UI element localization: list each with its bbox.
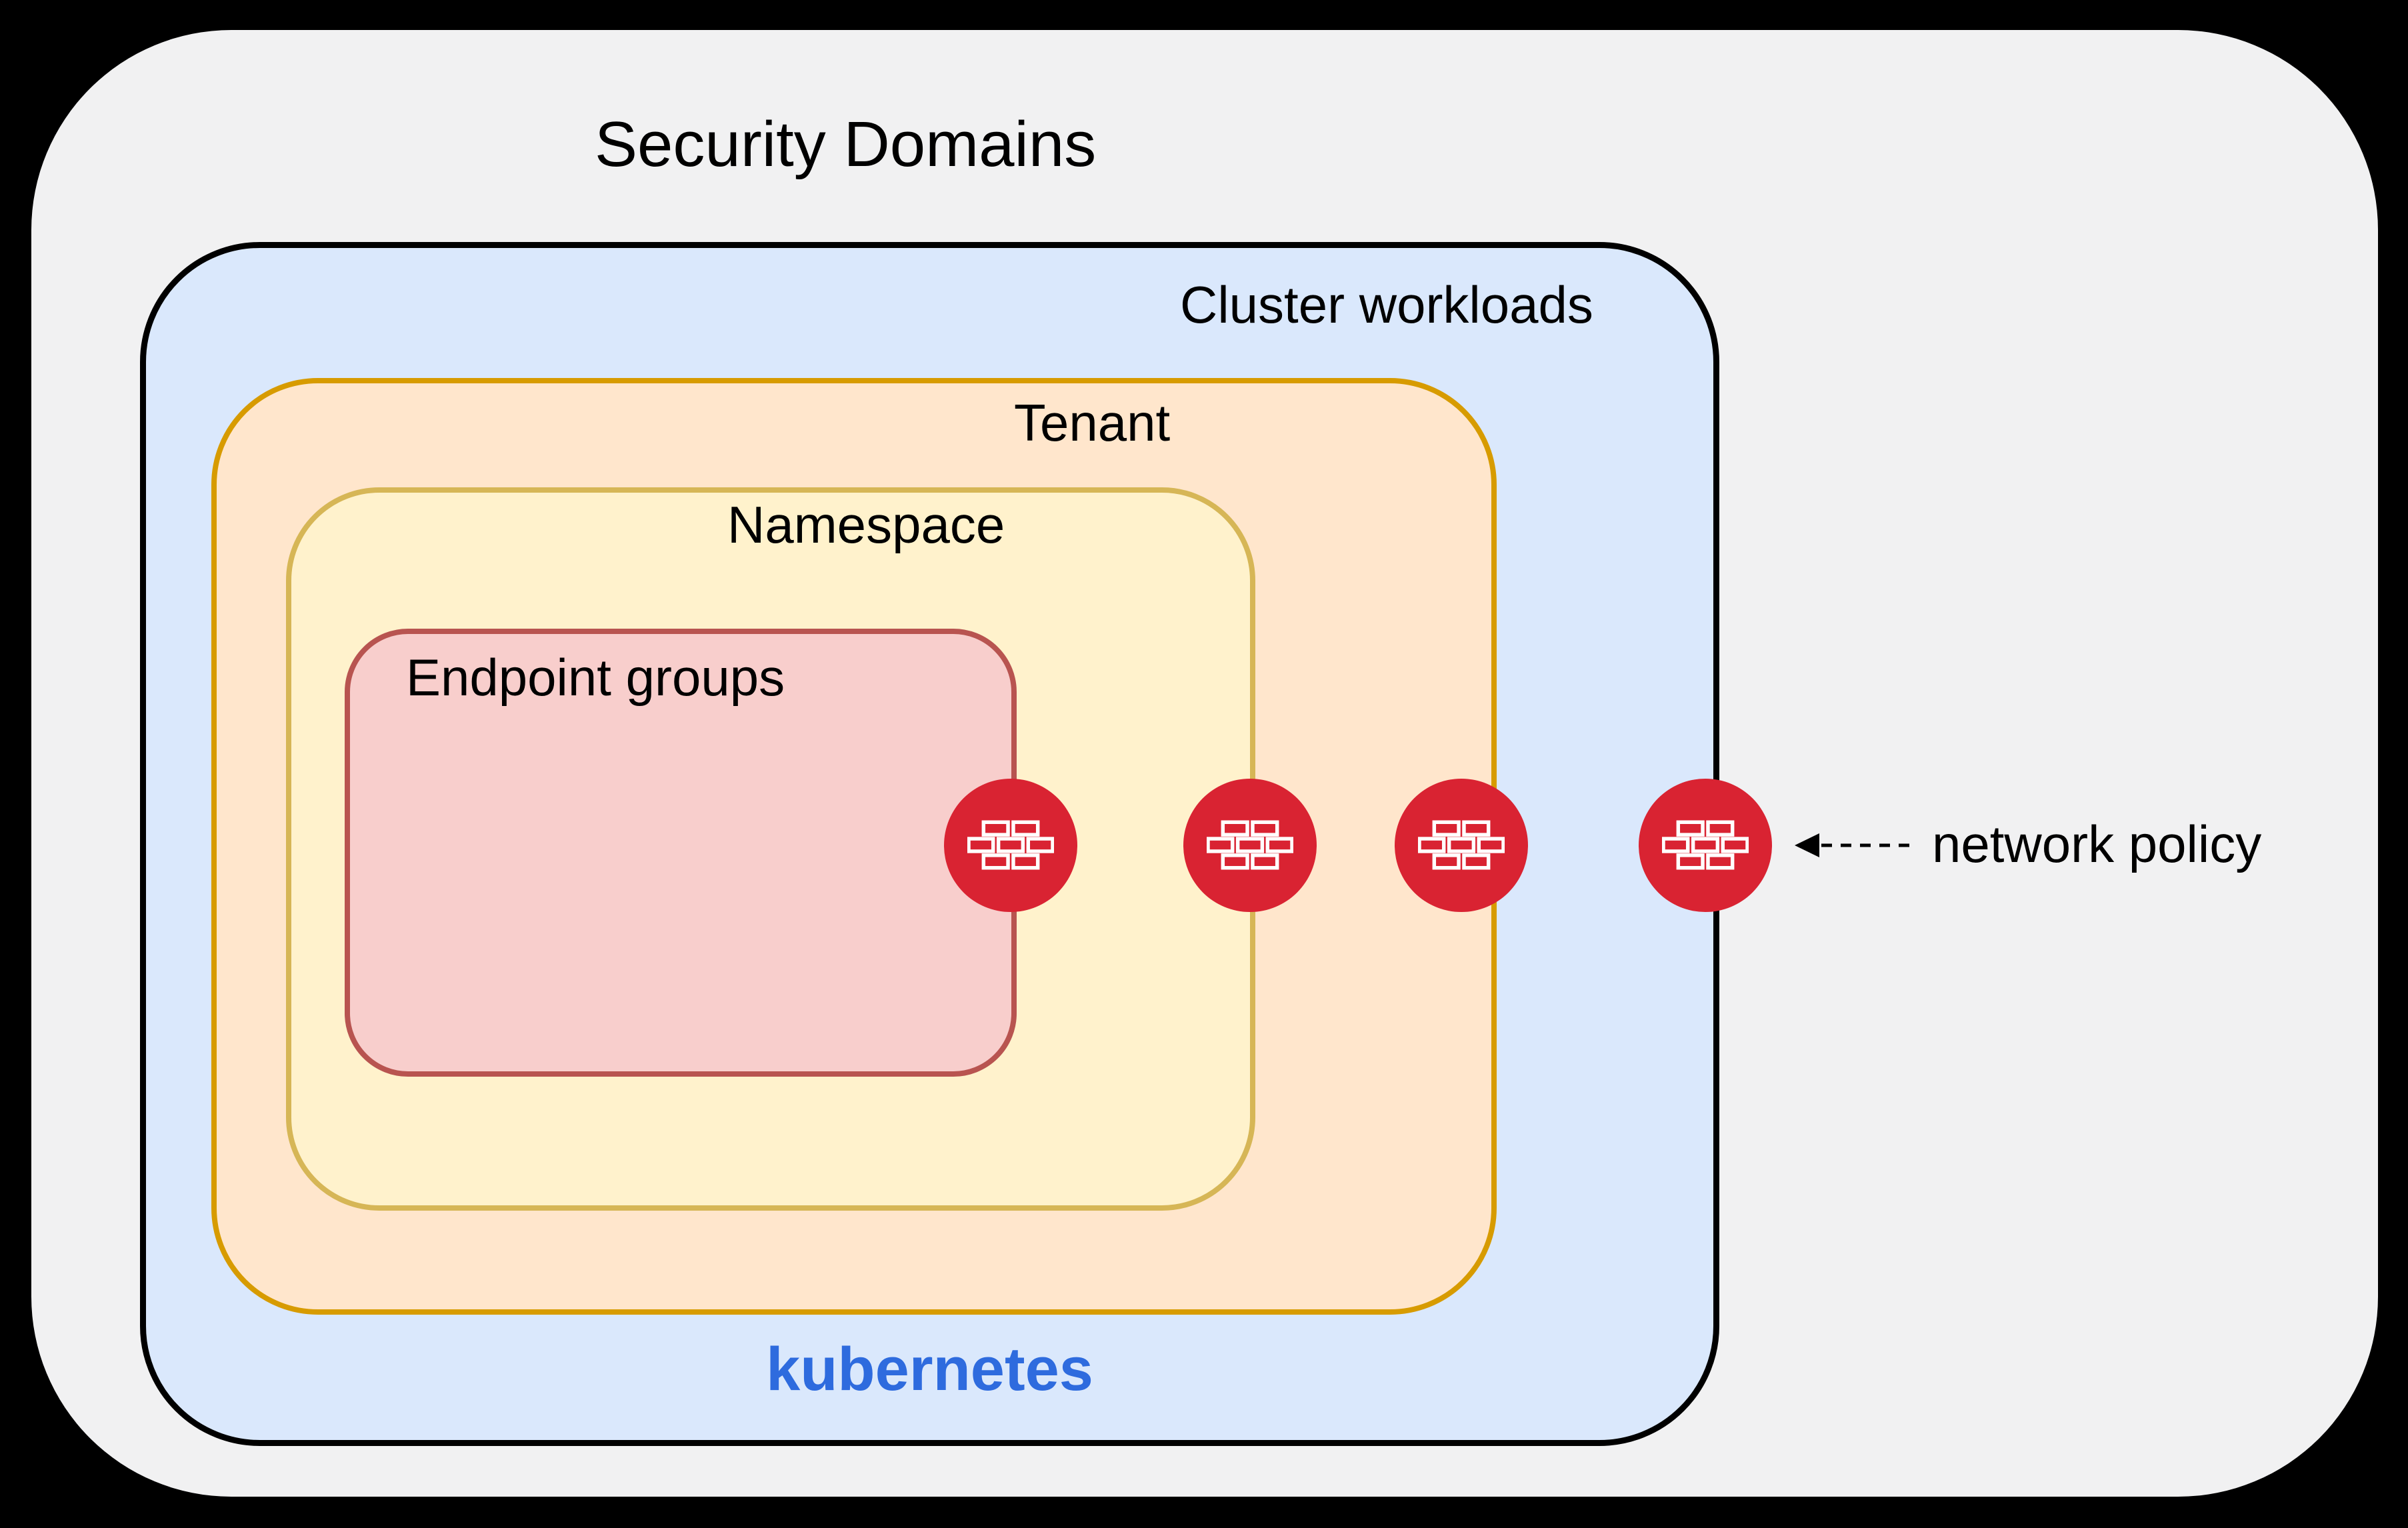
firewall-icon	[1639, 779, 1772, 912]
diagram-title: Security Domains	[595, 109, 1097, 180]
namespace-label: Namespace	[727, 495, 1005, 554]
firewall-icon	[1395, 779, 1528, 912]
network-policy-label: network policy	[1932, 815, 2262, 873]
firewall-icon	[1183, 779, 1317, 912]
network-policy-arrow	[1795, 833, 1911, 857]
endpoint-groups-label: Endpoint groups	[406, 648, 785, 707]
security-domains-canvas: Security Domains Cluster workloads Tenan…	[31, 30, 2378, 1497]
tenant-label: Tenant	[1014, 393, 1171, 452]
kubernetes-wordmark: kubernetes	[766, 1335, 1093, 1403]
cluster-workloads-label: Cluster workloads	[1180, 275, 1593, 334]
firewall-icon	[944, 779, 1077, 912]
endpoint-groups-box	[345, 629, 1017, 1077]
